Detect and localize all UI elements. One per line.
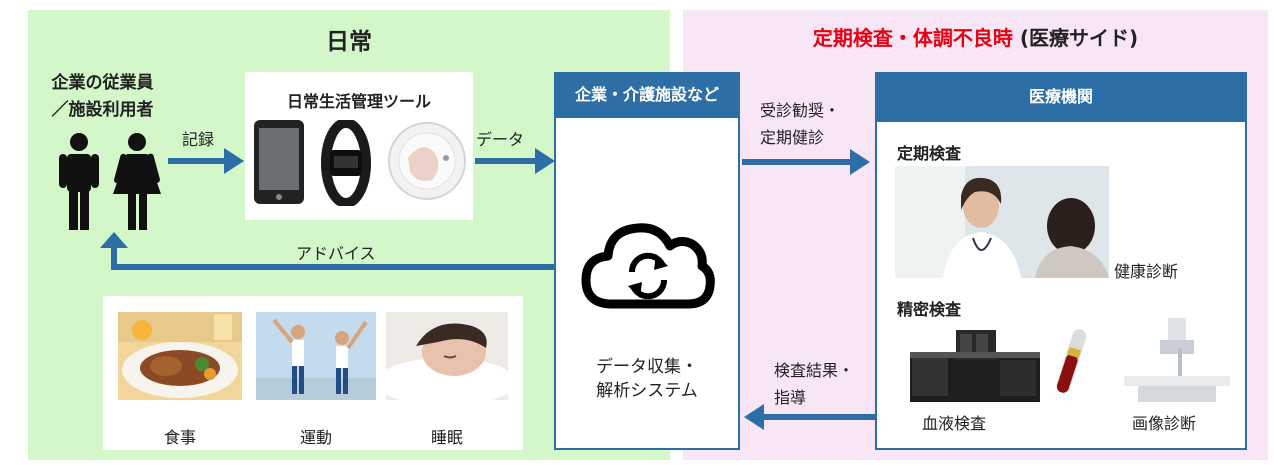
data-arrow xyxy=(475,148,555,174)
meal-photo xyxy=(118,312,242,400)
results-line1: 検査結果・ xyxy=(774,361,855,380)
users-label-line2: ／施設利用者 xyxy=(51,100,154,120)
system-line2: 解析システム xyxy=(596,381,698,401)
tools-title: 日常生活管理ツール xyxy=(286,92,431,111)
advice-label: アドバイス xyxy=(296,244,376,263)
medical-side-title-red: 定期検査・体調不良時 xyxy=(812,26,1013,50)
blood-tube-icon xyxy=(1056,329,1087,393)
record-label: 記録 xyxy=(182,130,215,149)
man-icon xyxy=(59,133,99,230)
routine-title: 定期検査 xyxy=(897,144,962,163)
doctor-photo xyxy=(895,166,1109,278)
health-checkup-label: 健康診断 xyxy=(1114,262,1179,281)
detailed-title: 精密検査 xyxy=(897,300,962,319)
blood-analyzer-photo xyxy=(910,330,1040,402)
cloud-sync-icon xyxy=(581,223,715,309)
referral-line2: 定期健診 xyxy=(760,128,825,147)
blood-test-label: 血液検査 xyxy=(922,414,987,433)
users-label-line1: 企業の従業員 xyxy=(51,73,154,93)
system-line1: データ収集・ xyxy=(596,357,698,377)
referral-line1: 受診勧奨・ xyxy=(760,101,841,120)
hospital-header: 医療機関 xyxy=(875,72,1247,122)
daily-title: 日常 xyxy=(326,29,372,55)
results-line2: 指導 xyxy=(774,388,807,407)
company-box xyxy=(554,72,740,450)
lifestyle-exercise: 運動 xyxy=(299,428,332,447)
lifestyle-meal: 食事 xyxy=(163,428,196,447)
people-icon xyxy=(59,133,161,230)
round-device-icon xyxy=(388,122,466,200)
imaging-label: 画像診断 xyxy=(1132,414,1197,433)
medical-side-title-black: (医療サイド) xyxy=(1019,26,1139,50)
record-arrow xyxy=(168,148,244,174)
medical-side-title: 定期検査・体調不良時 (医療サイド) xyxy=(683,22,1268,51)
results-arrow xyxy=(744,404,876,430)
wristband-icon xyxy=(321,120,371,206)
exercise-photo xyxy=(256,312,376,400)
company-header: 企業・介護施設など xyxy=(554,72,740,118)
woman-icon xyxy=(113,133,161,230)
advice-arrow xyxy=(100,232,558,270)
data-label: データ xyxy=(476,130,525,149)
lifestyle-sleep: 睡眠 xyxy=(430,428,463,447)
referral-arrow xyxy=(742,149,870,175)
sleep-photo xyxy=(386,312,508,400)
tablet-icon xyxy=(254,120,304,204)
imaging-machine-photo xyxy=(1124,318,1230,402)
